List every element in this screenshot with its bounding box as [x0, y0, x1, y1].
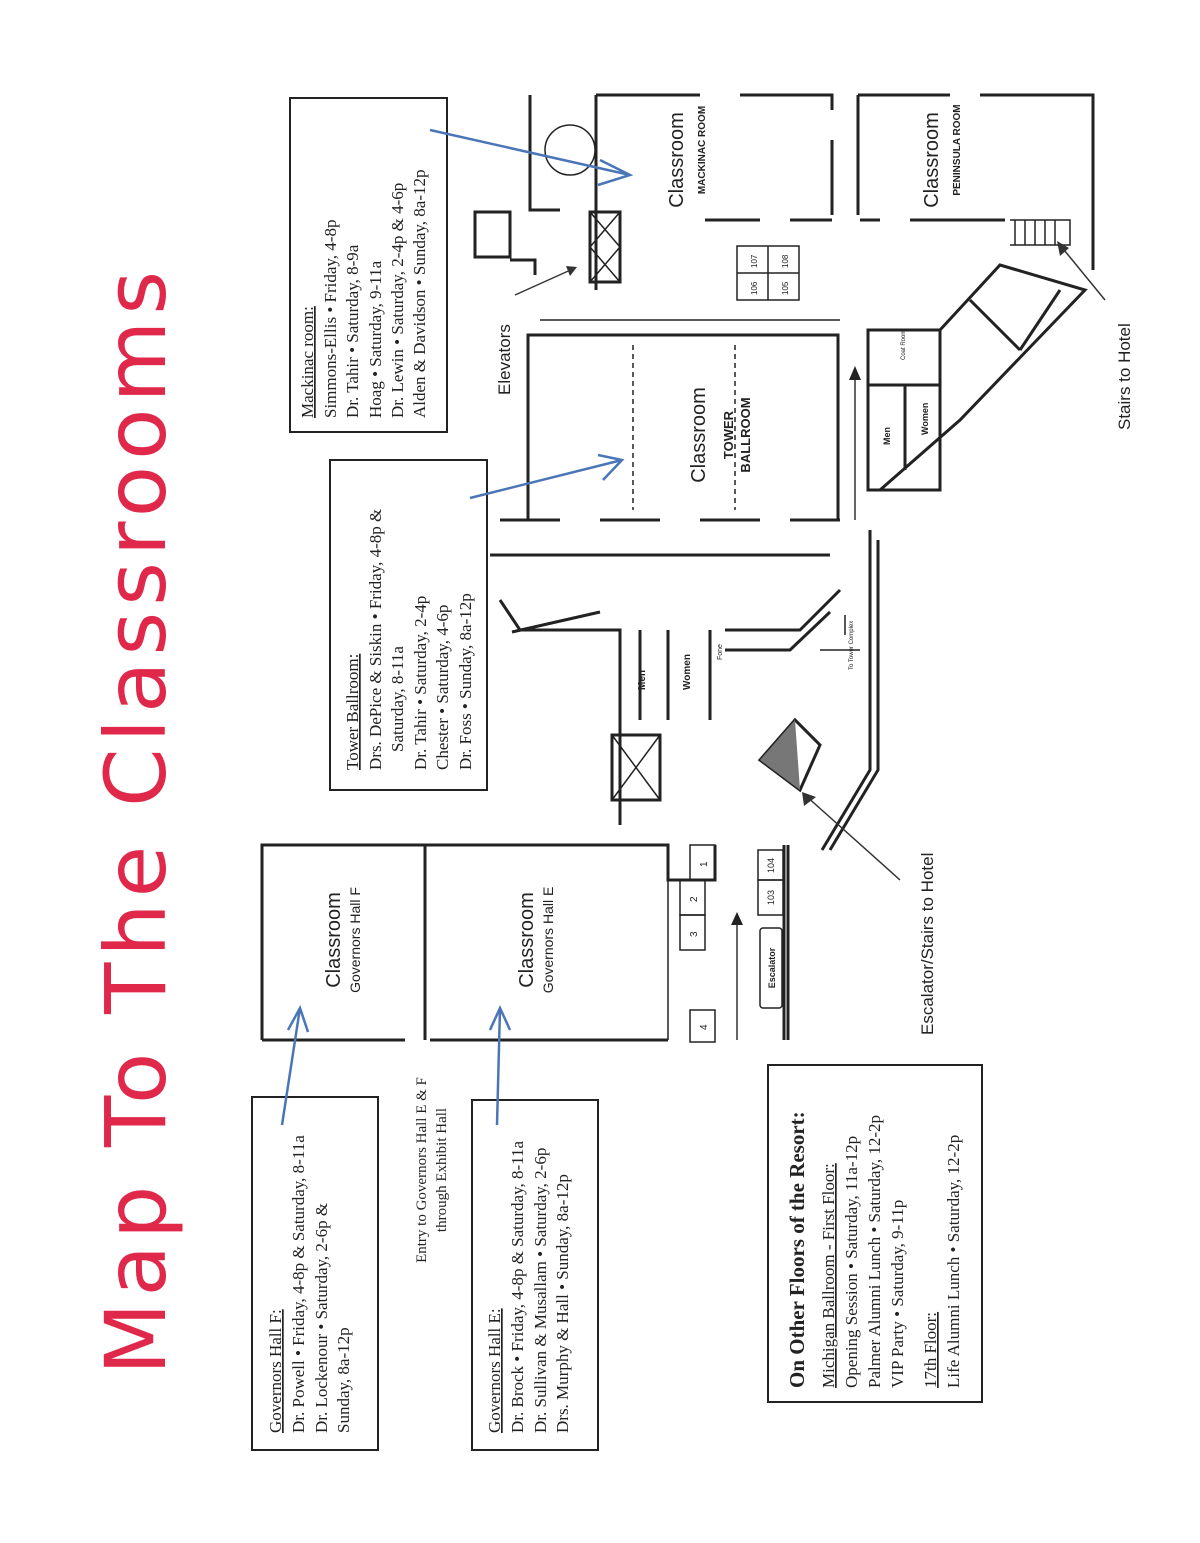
svg-text:4: 4 [699, 1024, 710, 1030]
svg-text:Classroom: Classroom [666, 112, 688, 208]
governors-hall-e-room: Classroom Governors Hall E [423, 843, 717, 1042]
other-floors-box: On Other Floors of the Resort: Michigan … [767, 1064, 983, 1403]
michigan-heading: Michigan Ballroom - First Floor: [819, 1163, 838, 1388]
schedule-line: Drs. DePice & Siskin • Friday, 4-8p & [366, 509, 385, 770]
svg-text:Governors Hall E: Governors Hall E [540, 887, 556, 994]
svg-text:103: 103 [766, 890, 776, 905]
schedule-line: Saturday, 8-11a [388, 646, 407, 752]
schedule-line: Dr. Tahir • Saturday, 8-9a [343, 244, 362, 418]
svg-text:104: 104 [766, 858, 776, 873]
event-line: VIP Party • Saturday, 9-11p [888, 1200, 907, 1388]
schedule-line: Sunday, 8a-12p [334, 1327, 353, 1433]
svg-text:Governors Hall F: Governors Hall F [347, 887, 363, 993]
tower-schedule-box: Tower Ballroom: Drs. DePice & Siskin • F… [329, 459, 488, 791]
other-floors-heading: On Other Floors of the Resort: [785, 1111, 809, 1388]
svg-text:105: 105 [781, 281, 790, 295]
schedule-line: Dr. Tahir • Saturday, 2-4p [411, 596, 430, 770]
escalator-label: Escalator [767, 947, 777, 988]
svg-text:Classroom: Classroom [688, 387, 710, 483]
elevators-label: Elevators [495, 324, 514, 395]
schedule-line: Simmons-Ellis • Friday, 4-8p [321, 220, 340, 418]
svg-text:Classroom: Classroom [516, 892, 538, 988]
schedule-line: Dr. Powell • Friday, 4-8p & Saturday, 8-… [289, 1135, 308, 1433]
svg-text:Classroom: Classroom [323, 892, 345, 988]
floor17-heading: 17th Floor: [921, 1312, 940, 1388]
blue-arrows [280, 128, 634, 1126]
svg-text:Women: Women [920, 403, 930, 435]
schedule-line: Dr. Brock • Friday, 4-8p & Saturday, 8-1… [508, 1140, 527, 1433]
svg-text:Coat Room: Coat Room [901, 330, 907, 360]
men-restroom-label: Men [637, 670, 648, 690]
svg-text:106: 106 [750, 281, 759, 295]
schedule-line: Drs. Murphy & Hall • Sunday, 8a-12p [553, 1174, 572, 1433]
schedule-line: Dr. Lewin • Saturday, 2-4p & 4-6p [388, 183, 407, 418]
mackinac-heading: Mackinac room: [298, 306, 317, 418]
gov-f-heading: Governors Hall F: [266, 1309, 285, 1433]
svg-text:Classroom: Classroom [921, 112, 943, 208]
svg-text:Fone: Fone [717, 644, 724, 660]
svg-text:TOWER: TOWER [721, 410, 736, 459]
svg-text:3: 3 [689, 931, 700, 937]
schedule-line: Dr. Foss • Sunday, 8a-12p [456, 593, 475, 770]
mackinac-schedule-box: Mackinac room: Simmons-Ellis • Friday, 4… [289, 97, 448, 433]
governors-hall-e-schedule-box: Governors Hall E: Dr. Brock • Friday, 4-… [471, 1099, 599, 1451]
page-title: Map To The Classrooms [87, 265, 185, 1375]
governors-hall-f-room: Classroom Governors Hall F [260, 843, 425, 1042]
svg-text:Men: Men [882, 427, 892, 445]
governors-hall-f-schedule-box: Governors Hall F: Dr. Powell • Friday, 4… [251, 1096, 379, 1451]
svg-text:BALLROOM: BALLROOM [738, 397, 753, 472]
floor-plan: Classroom Governors Hall F Classroom Gov… [260, 93, 1134, 1043]
schedule-line: Chester • Saturday, 4-6p [433, 605, 452, 770]
mackinac-room: Classroom MACKINAC ROOM [594, 93, 834, 290]
svg-text:107: 107 [750, 254, 759, 268]
event-line: Life Alumni Lunch • Saturday, 12-2p [944, 1135, 963, 1388]
gov-e-heading: Governors Hall E: [485, 1308, 504, 1433]
svg-text:MACKINAC ROOM: MACKINAC ROOM [697, 106, 708, 194]
svg-text:1: 1 [699, 861, 710, 867]
svg-text:108: 108 [781, 254, 790, 268]
schedule-line: Alden & Davidson • Sunday, 8a-12p [410, 170, 429, 418]
entry-note: Entry to Governors Hall E & F [414, 1077, 430, 1263]
event-line: Opening Session • Saturday, 11a-12p [842, 1136, 861, 1388]
stairs-to-hotel-label: Stairs to Hotel [1115, 323, 1134, 430]
schedule-line: Hoag • Saturday, 9-11a [366, 260, 385, 418]
women-restroom-label: Women [682, 654, 693, 690]
schedule-line: Dr. Lockenour • Saturday, 2-6p & [312, 1203, 331, 1433]
event-line: Palmer Alumni Lunch • Saturday, 12-2p [865, 1115, 884, 1388]
tower-heading: Tower Ballroom: [343, 654, 362, 770]
peninsula-room: Classroom PENINSULA ROOM [856, 93, 1095, 270]
escalator-stairs-label: Escalator/Stairs to Hotel [918, 853, 937, 1035]
svg-text:PENINSULA ROOM: PENINSULA ROOM [952, 104, 963, 195]
svg-text:2: 2 [689, 896, 700, 902]
svg-text:To Tower Complex: To Tower Complex [849, 621, 855, 670]
schedule-line: Dr. Sullivan & Musallam • Saturday, 2-6p [531, 1148, 550, 1433]
tower-ballroom-room: Classroom TOWER BALLROOM [500, 333, 840, 522]
entry-note: through Exhibit Hall [434, 1108, 450, 1232]
